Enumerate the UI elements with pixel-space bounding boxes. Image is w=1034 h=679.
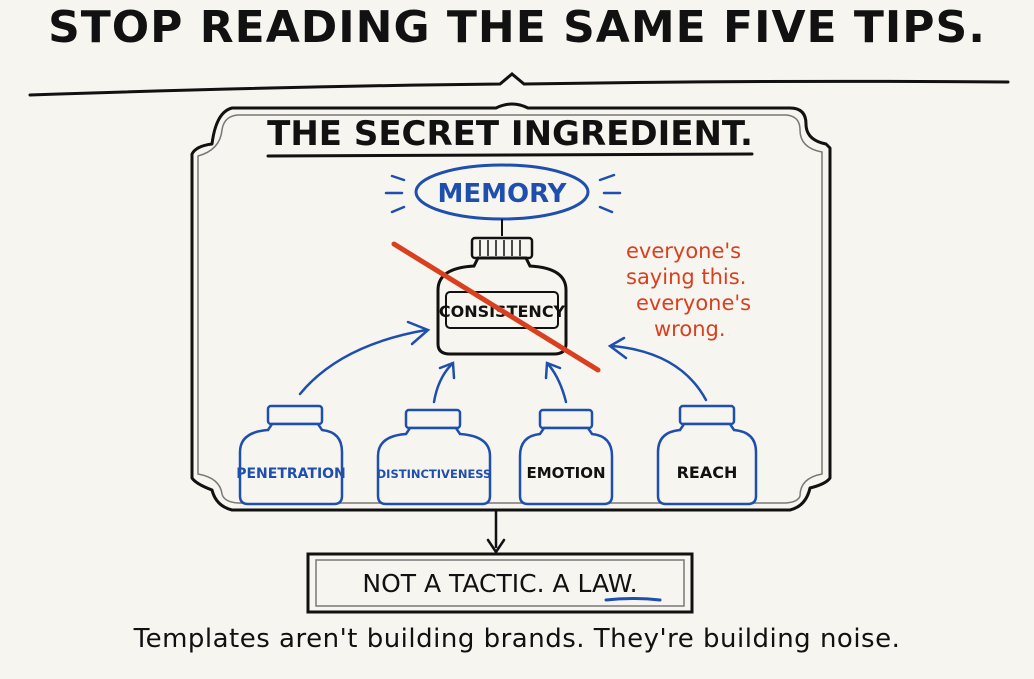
headline: STOP READING THE SAME FIVE TIPS. xyxy=(48,2,986,53)
annotation-line-1: everyone's xyxy=(626,239,741,263)
memory-label: MEMORY xyxy=(437,179,567,209)
law-box: NOT A TACTIC. A LAW. xyxy=(306,552,694,614)
arrow-penetration xyxy=(298,328,428,396)
jar-reach: REACH xyxy=(656,404,758,506)
law-text: NOT A TACTIC. A LAW. xyxy=(362,569,637,598)
panel-frame-inner xyxy=(197,114,823,504)
memory-node: MEMORY xyxy=(384,163,622,236)
jar-distinctiveness: DISTINCTIVENESS xyxy=(377,408,492,506)
annotation-line-2: saying this. xyxy=(626,265,746,289)
panel-title: THE SECRET INGREDIENT. xyxy=(267,114,753,154)
strike-through xyxy=(391,241,601,373)
panel-frame xyxy=(190,102,832,512)
jar-label-reach: REACH xyxy=(677,463,738,482)
annotation-line-4: wrong. xyxy=(654,317,726,341)
jar-label-emotion: EMOTION xyxy=(526,464,605,482)
law-connector-arrowhead-icon xyxy=(486,538,506,555)
panel-title-underline xyxy=(266,152,754,158)
law-emphasis: LAW xyxy=(578,569,632,598)
arrow-reach xyxy=(610,344,708,402)
arrowhead-distinctiveness-icon xyxy=(438,361,456,380)
headline-underline xyxy=(28,72,1010,97)
law-emphasis-underline xyxy=(604,597,662,602)
arrows xyxy=(298,320,708,404)
arrow-distinctiveness xyxy=(432,362,454,404)
annotation: everyone's saying this. everyone's wrong… xyxy=(626,239,751,341)
law-prefix: NOT A TACTIC. A xyxy=(362,569,577,598)
arrow-emotion xyxy=(546,362,568,404)
jar-label-distinctiveness: DISTINCTIVENESS xyxy=(377,467,492,481)
law-suffix: . xyxy=(630,569,638,598)
arrowhead-penetration-icon xyxy=(406,320,431,346)
arrowhead-emotion-icon xyxy=(544,361,562,380)
arrowhead-reach-icon xyxy=(607,336,628,360)
jar-label-penetration: PENETRATION xyxy=(236,466,346,482)
annotation-line-3: everyone's xyxy=(636,291,751,315)
footer-caption: Templates aren't building brands. They'r… xyxy=(133,624,901,654)
radiating-lines-icon xyxy=(384,173,622,214)
jar-emotion: EMOTION xyxy=(518,408,614,506)
jar-penetration: PENETRATION xyxy=(236,404,346,506)
